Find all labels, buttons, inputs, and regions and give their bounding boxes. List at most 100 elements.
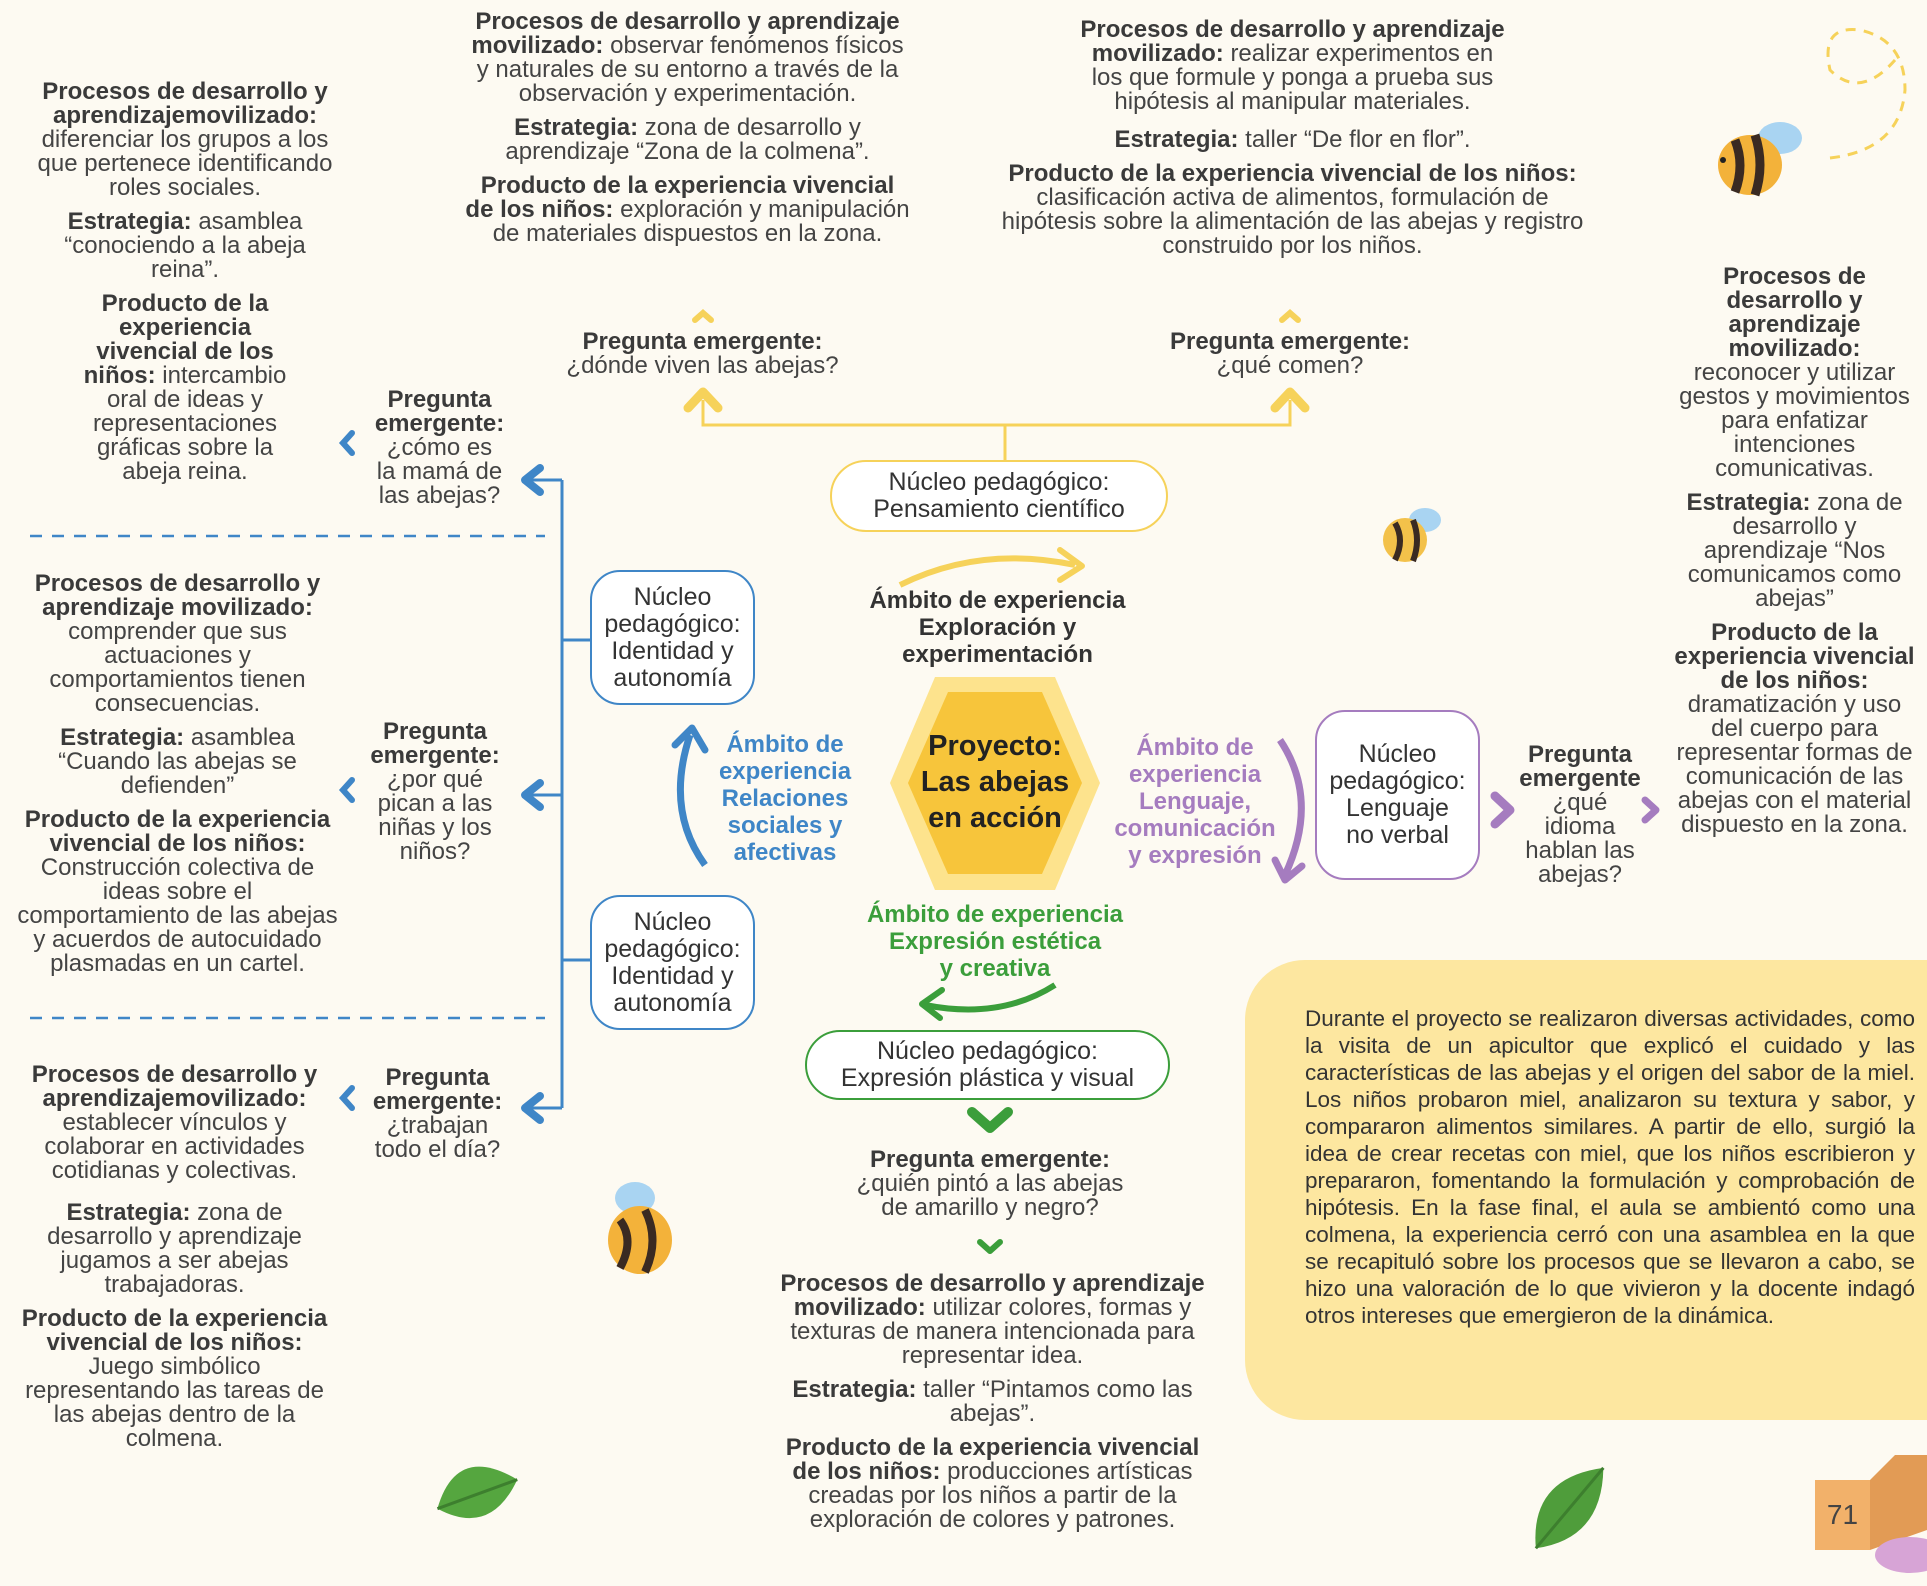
chevron-left-icon <box>521 779 544 811</box>
ambito-line: Expresión estética <box>888 928 1102 955</box>
block-paragraph: Estrategia: zona de desarrollo y aprendi… <box>1672 491 1917 611</box>
ambito-line: experiencia <box>1128 761 1262 788</box>
block-paragraph: Procesos de desarrollo y aprendizaje mov… <box>780 1272 1205 1368</box>
block-label: Producto de la experiencia vivencial de … <box>465 172 895 223</box>
block-label: Procesos de desarrollo y aprendizajemovi… <box>42 78 328 129</box>
block-paragraph: Producto de la experiencia vivencial de … <box>1000 162 1585 258</box>
question-label: Pregunta emergente: <box>869 1146 1111 1173</box>
summary-text: Durante el proyecto se realizaron divers… <box>1305 1006 1915 1328</box>
nucleo-line: Expresión plástica y visual <box>840 1064 1135 1092</box>
block-label: Estrategia: <box>67 208 192 235</box>
block-text: Juego simbólico representando las tareas… <box>25 1353 324 1452</box>
question-label: Pregunta <box>387 386 492 413</box>
chevron-left-icon <box>338 1085 355 1111</box>
block-text: utilizar colores, formas y texturas de m… <box>790 1294 1195 1369</box>
project-title-line: Proyecto: <box>928 730 1062 762</box>
nucleo-line: Núcleo <box>633 582 712 611</box>
block-text: producciones artísticas creadas por los … <box>808 1458 1193 1533</box>
question-idioma: Pregunta emergente ¿qué idioma hablan la… <box>1510 743 1650 887</box>
block-paragraph: Procesos de desarrollo y aprendizaje mov… <box>465 10 910 106</box>
block-text: Construcción colectiva de ideas sobre el… <box>17 854 338 977</box>
question-text: ¿trabajan <box>386 1112 489 1139</box>
nucleo-line: Núcleo pedagógico: <box>888 468 1110 496</box>
question-label: emergente: <box>370 742 500 769</box>
block-text: comprender que sus actuaciones y comport… <box>49 618 306 717</box>
page-number: 71 <box>1815 1480 1870 1550</box>
nucleo-line: Identidad y <box>611 961 734 990</box>
question-text: ¿qué comen? <box>1216 352 1364 379</box>
ambito-line: y creativa <box>939 955 1051 982</box>
block-paragraph: Producto de la experiencia vivencial de … <box>15 808 340 976</box>
block-text: clasificación activa de alimentos, formu… <box>1001 184 1584 259</box>
block-label: Estrategia: <box>1686 489 1811 516</box>
question-text: hablan las <box>1525 837 1635 864</box>
block-text: exploración y manipulación de materiales… <box>492 196 910 247</box>
ambito-estetica: Ámbito de experiencia Expresión estética… <box>840 901 1150 982</box>
summary-box <box>1245 960 1927 1420</box>
block-bottom: Procesos de desarrollo y aprendizaje mov… <box>780 1272 1205 1542</box>
block-top-right: Procesos de desarrollo y aprendizaje mov… <box>1000 18 1585 268</box>
purple-curved-arrow <box>1277 738 1305 877</box>
question-quien-pinto: Pregunta emergente: ¿quién pintó a las a… <box>830 1148 1150 1220</box>
question-text: ¿por qué <box>386 766 484 793</box>
green-curved-arrow <box>924 982 1057 1013</box>
question-por-que-pican: Pregunta emergente: ¿por qué pican a las… <box>355 720 515 864</box>
question-text: de amarillo y negro? <box>881 1194 1099 1221</box>
block-text: taller “De flor en flor”. <box>1245 126 1471 153</box>
block-paragraph: Producto de la experiencia vivencial de … <box>780 1436 1205 1532</box>
ambito-exploracion: Ámbito de experiencia Exploración y expe… <box>845 587 1150 668</box>
block-text: zona de desarrollo y aprendizaje “Zona d… <box>505 114 870 165</box>
block-label: Estrategia: <box>792 1376 917 1403</box>
chevron-up-icon <box>692 309 714 323</box>
block-label: Procesos de desarrollo y aprendizaje mov… <box>1723 263 1866 362</box>
block-label: Procesos de desarrollo y aprendizaje mov… <box>1080 16 1505 67</box>
block-text: diferenciar los grupos a los que pertene… <box>37 126 333 201</box>
block-text: realizar experimentos en los que formule… <box>1091 40 1494 115</box>
question-label: Pregunta <box>385 1064 490 1091</box>
question-text: abejas? <box>1537 861 1623 888</box>
ambito-line: Ámbito de <box>726 731 844 758</box>
chevron-left-icon <box>521 464 544 496</box>
question-label: emergente: <box>372 1088 503 1115</box>
question-text: todo el día? <box>374 1136 501 1163</box>
project-title-line: en acción <box>928 802 1062 834</box>
block-paragraph: Procesos de desarrollo y aprendizajemovi… <box>12 1063 337 1183</box>
block-top-left: Procesos de desarrollo y aprendizaje mov… <box>465 10 910 256</box>
block-text: dramatización y uso del cuerpo para repr… <box>1676 691 1913 838</box>
nucleo-line: Núcleo <box>633 907 712 936</box>
nucleo-line: Núcleo <box>1358 740 1437 768</box>
ambito-line: y expresión <box>1128 842 1262 869</box>
nucleo-pensamiento-cientifico: Núcleo pedagógico: Pensamiento científic… <box>830 460 1168 532</box>
block-text: observar fenómenos físicos y naturales d… <box>476 32 904 107</box>
bee-icon <box>1383 508 1441 563</box>
block-text: asamblea “conociendo a la abeja reina”. <box>64 208 306 283</box>
block-paragraph: Estrategia: zona de desarrollo y aprendi… <box>12 1201 337 1297</box>
chevron-up-icon <box>683 387 723 413</box>
chevron-left-icon <box>338 430 355 456</box>
bee-icon <box>1718 122 1802 197</box>
chevron-up-icon <box>1270 387 1310 413</box>
block-paragraph: Procesos de desarrollo y aprendizaje mov… <box>15 572 340 716</box>
ambito-line: comunicación <box>1114 815 1276 842</box>
ambito-line: afectivas <box>733 839 837 866</box>
block-text: establecer vínculos y colaborar en activ… <box>44 1109 305 1184</box>
block-paragraph: Producto de la experiencia vivencial de … <box>12 1307 337 1451</box>
ambito-line: Lenguaje, <box>1138 788 1252 815</box>
question-label: Pregunta <box>1527 741 1632 768</box>
block-paragraph: Estrategia: asamblea “Cuando las abejas … <box>15 726 340 798</box>
nucleo-line: Núcleo pedagógico: <box>876 1037 1098 1065</box>
nucleo-lenguaje-no-verbal: Núcleo pedagógico: Lenguaje no verbal <box>1315 710 1480 880</box>
block-label: Producto de la experiencia vivencial de … <box>1674 619 1915 694</box>
question-text: las abejas? <box>378 482 501 509</box>
nucleo-line: pedagógico: <box>604 934 741 963</box>
ambito-line: Ámbito de experiencia <box>869 587 1126 614</box>
nucleo-line: autonomía <box>613 663 732 692</box>
question-text: la mamá de <box>376 458 503 485</box>
ambito-line: Ámbito de <box>1136 734 1254 761</box>
block-left-2: Procesos de desarrollo y aprendizaje mov… <box>15 572 340 986</box>
nucleo-identidad-1: Núcleo pedagógico: Identidad y autonomía <box>590 570 755 705</box>
block-left-1: Procesos de desarrollo y aprendizajemovi… <box>35 80 335 494</box>
chevron-down-icon <box>967 1107 1013 1133</box>
question-text: pican a las <box>377 790 493 817</box>
ambito-line: experimentación <box>902 641 1093 668</box>
